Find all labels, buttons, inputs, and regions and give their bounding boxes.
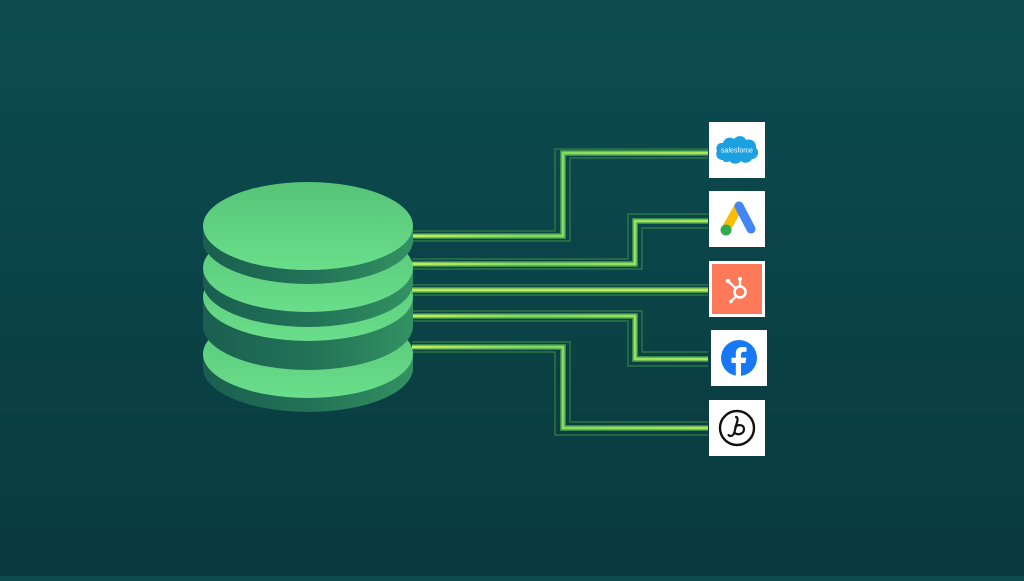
- connector-facebook: [412, 310, 708, 367]
- connector-hubspot: [412, 284, 708, 296]
- facebook-icon: [721, 340, 757, 376]
- destination-salesforce[interactable]: salesforce: [709, 122, 765, 178]
- hubspot-icon: [725, 277, 747, 304]
- destination-braze[interactable]: [709, 400, 765, 456]
- hubspot-tile: [712, 264, 762, 314]
- connector-google-ads: [412, 213, 708, 270]
- google-ads-icon: [720, 201, 756, 236]
- destination-facebook[interactable]: [711, 330, 767, 386]
- salesforce-icon: salesforce: [716, 136, 759, 164]
- database-disc-1: [203, 182, 413, 284]
- database-stack-icon: [203, 182, 413, 412]
- destination-google-ads[interactable]: [709, 191, 765, 247]
- svg-text:salesforce: salesforce: [721, 148, 753, 155]
- connector-braze: [412, 341, 708, 436]
- braze-icon: [718, 409, 756, 447]
- destination-hubspot[interactable]: [709, 261, 765, 317]
- connector-salesforce: [412, 148, 708, 242]
